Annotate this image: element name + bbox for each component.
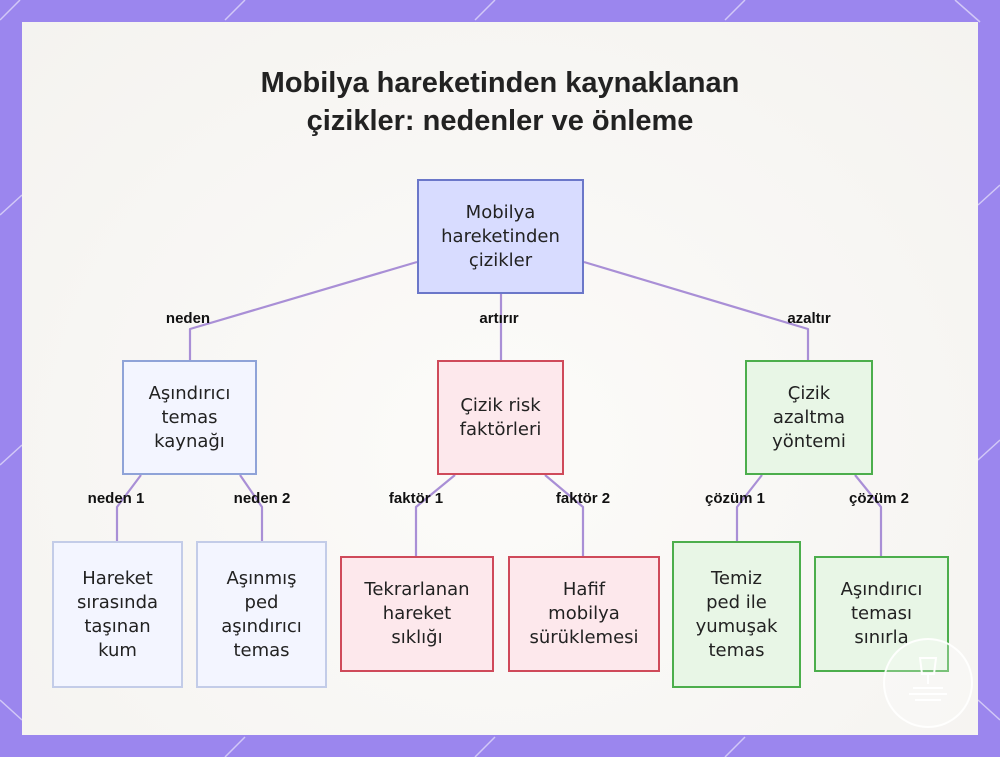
edge-label-factor-1: faktör 1	[388, 490, 444, 507]
edge-cause-1	[115, 474, 142, 541]
cup-icon	[909, 657, 947, 701]
edge-label-cause-1: neden 1	[87, 490, 145, 507]
node-solution-2-label: Aşındırıcı teması sınırla	[840, 579, 923, 648]
node-cause-1: Hareket sırasında taşınan kum	[52, 541, 183, 688]
node-cause-label: Aşındırıcı temas kaynağı	[148, 382, 231, 452]
edge-label-solution-2: çözüm 2	[848, 490, 910, 507]
title-line-1: Mobilya hareketinden kaynaklanan	[260, 67, 740, 99]
node-factor-1-label: Tekrarlanan hareket sıklığı	[364, 579, 470, 648]
edge-cause-2	[239, 474, 264, 541]
node-factor-2: Hafif mobilya sürüklemesi	[508, 556, 660, 672]
edge-label-root-cause: neden	[165, 310, 211, 327]
node-cause-2-label: Aşınmış ped aşındırıcı temas	[221, 567, 302, 661]
edge-factor-1	[414, 474, 456, 556]
node-risk-label: Çizik risk faktörleri	[459, 394, 542, 440]
edge-label-factor-2: faktör 2	[555, 490, 611, 507]
node-risk: Çizik risk faktörleri	[437, 360, 564, 475]
watermark-badge	[883, 638, 973, 728]
edge-label-root-reduce: azaltır	[787, 310, 831, 327]
node-root-label: Mobilya hareketinden çizikler	[441, 201, 560, 271]
node-reduce: Çizik azaltma yöntemi	[745, 360, 873, 475]
edge-factor-2	[544, 474, 585, 556]
edge-solution-2	[854, 474, 883, 556]
node-root: Mobilya hareketinden çizikler	[417, 179, 584, 294]
node-factor-2-label: Hafif mobilya sürüklemesi	[529, 579, 639, 648]
title-line-2: çizikler: nedenler ve önleme	[306, 105, 694, 137]
node-cause-2: Aşınmış ped aşındırıcı temas	[196, 541, 327, 688]
node-factor-1: Tekrarlanan hareket sıklığı	[340, 556, 494, 672]
diagram-title: Mobilya hareketinden kaynaklanan çizikle…	[0, 64, 1000, 140]
edge-label-solution-1: çözüm 1	[704, 490, 766, 507]
node-cause-1-label: Hareket sırasında taşınan kum	[76, 567, 159, 661]
node-solution-1-label: Temiz ped ile yumuşak temas	[695, 567, 778, 661]
edge-label-cause-2: neden 2	[233, 490, 291, 507]
edge-root-reduce	[583, 260, 810, 360]
node-reduce-label: Çizik azaltma yöntemi	[772, 382, 846, 452]
edge-label-root-risk: artırır	[479, 310, 519, 327]
node-solution-1: Temiz ped ile yumuşak temas	[672, 541, 801, 688]
edge-root-cause	[188, 260, 418, 360]
node-cause: Aşındırıcı temas kaynağı	[122, 360, 257, 475]
edge-solution-1	[735, 474, 763, 541]
